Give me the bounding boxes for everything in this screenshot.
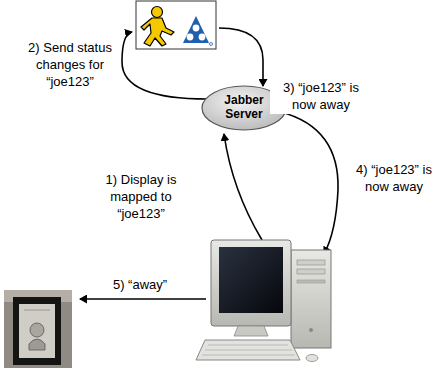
step-label: 4) “joe123” is now away xyxy=(346,162,442,196)
step-label: 5) “away” xyxy=(100,277,180,294)
node-label: Jabber Server xyxy=(216,94,272,122)
step-label: 2) Send status changes for “joe123” xyxy=(20,40,120,91)
computer xyxy=(196,240,331,362)
display-photo xyxy=(4,290,72,368)
step-label: 3) “joe123” is now away xyxy=(270,80,372,114)
arrow-1 xyxy=(224,134,262,240)
arrow-5 xyxy=(80,298,206,300)
aim-logo xyxy=(136,1,216,49)
arrow-3 xyxy=(219,28,263,86)
step-label: 1) Display is mapped to “joe123” xyxy=(92,172,190,223)
arrow-4 xyxy=(281,112,338,254)
arrow-2 xyxy=(122,32,212,99)
